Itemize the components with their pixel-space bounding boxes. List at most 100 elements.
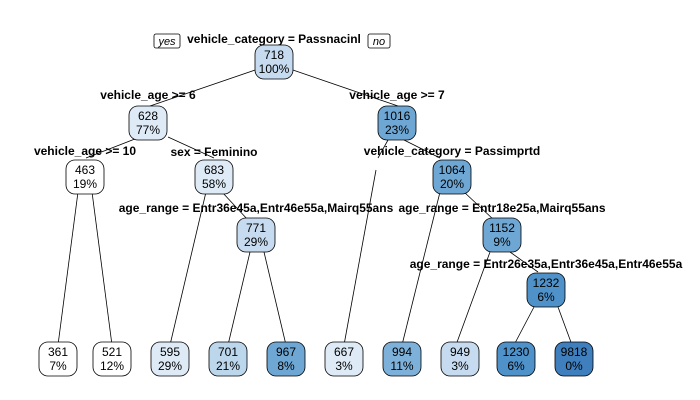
no-label: no [373,36,385,48]
node-percent-l2: 12% [100,359,124,373]
edge-n5-l3 [169,191,207,346]
edge-n3-n6 [403,139,441,159]
node-percent-n1: 100% [259,62,290,76]
node-value-l9: 1230 [503,345,530,359]
node-percent-l1: 7% [49,359,67,373]
edge-n9-l9 [513,306,535,346]
edge-n8-l8 [455,251,491,346]
edge-n7-l4 [227,251,251,346]
node-percent-n6: 20% [440,177,464,191]
node-box-n1 [254,44,294,80]
node-percent-n7: 29% [244,235,268,249]
split-n9: age_range = Entr26e35a,Entr36e45a,Entr46… [410,257,683,271]
split-n4: vehicle_age >= 10 [34,144,136,158]
node-percent-n2: 77% [136,123,160,137]
node-box-n3 [377,105,417,141]
node-value-n7: 771 [246,221,266,235]
node-value-n8: 1152 [489,221,515,235]
node-percent-n4: 19% [73,177,97,191]
node-value-n6: 1064 [439,163,466,177]
node-value-n1: 718 [264,48,284,62]
edge-n1-n3 [289,68,399,107]
edge-n6-n7b [401,191,441,346]
edge-n5-n7 [221,191,249,221]
node-box-l9 [496,341,536,377]
split-n2: vehicle_age >= 6 [100,88,196,102]
node-value-l2: 521 [102,345,122,359]
node-value-n9: 1232 [533,276,560,290]
split-n5: sex = Feminino [170,145,257,159]
node-value-n2: 628 [138,109,158,123]
node-percent-l10: 0% [565,359,583,373]
node-box-n4 [65,159,105,195]
node-value-l5: 967 [276,345,296,359]
node-box-n5 [194,159,234,195]
edge-n2-n5 [167,136,215,159]
node-value-l7: 994 [392,345,412,359]
edge-n6-n8 [463,191,495,221]
node-box-l1 [38,341,78,377]
node-box-l4 [208,341,248,377]
tree-edges [57,68,573,346]
edge-n11-l6 [343,169,377,346]
node-value-l8: 949 [450,345,470,359]
node-percent-l4: 21% [216,359,240,373]
node-box-n7 [236,217,276,253]
node-box-l8 [440,341,480,377]
edge-n7-l5 [263,251,287,346]
node-percent-l8: 3% [451,359,469,373]
edge-n1-n2 [149,68,259,107]
node-percent-l3: 29% [158,359,182,373]
node-box-n9 [526,272,566,308]
split-n8: age_range = Entr18e25a,Mairq55ans [398,201,605,215]
edge-n3-n11 [377,139,389,159]
node-value-l6: 667 [334,345,354,359]
split-n1: vehicle_category = Passnacinl [187,32,361,46]
edge-n2-n4 [85,136,141,159]
node-box-l10 [554,341,594,377]
node-box-n8 [482,217,522,253]
node-value-l4: 701 [218,345,238,359]
node-value-n5: 683 [204,163,224,177]
node-value-l10: 9818 [561,345,588,359]
split-n6: vehicle_category = Passimprtd [364,144,540,158]
node-percent-l5: 8% [277,359,295,373]
node-value-l3: 595 [160,345,180,359]
node-box-l7 [382,341,422,377]
edge-n4-l2 [91,191,113,346]
node-value-n3: 1016 [384,109,411,123]
node-percent-l6: 3% [335,359,353,373]
node-percent-n8: 9% [493,235,511,249]
node-box-n2 [128,105,168,141]
node-percent-n3: 23% [385,123,409,137]
yes-label: yes [157,36,176,48]
split-labels: vehicle_category = Passnacinl vehicle_ag… [34,32,683,271]
split-n3: vehicle_age >= 7 [349,88,445,102]
node-percent-n5: 58% [202,177,226,191]
node-box-n6 [432,159,472,195]
edge-n8-n9 [509,251,539,273]
node-percent-l7: 11% [390,359,413,373]
node-value-l1: 361 [48,345,68,359]
edge-n4-l1 [57,191,79,346]
node-box-l2 [92,341,132,377]
no-box [367,33,391,49]
node-percent-l9: 6% [507,359,525,373]
yes-no-indicators: yes no [153,33,391,49]
edge-n9-l10 [557,306,573,346]
